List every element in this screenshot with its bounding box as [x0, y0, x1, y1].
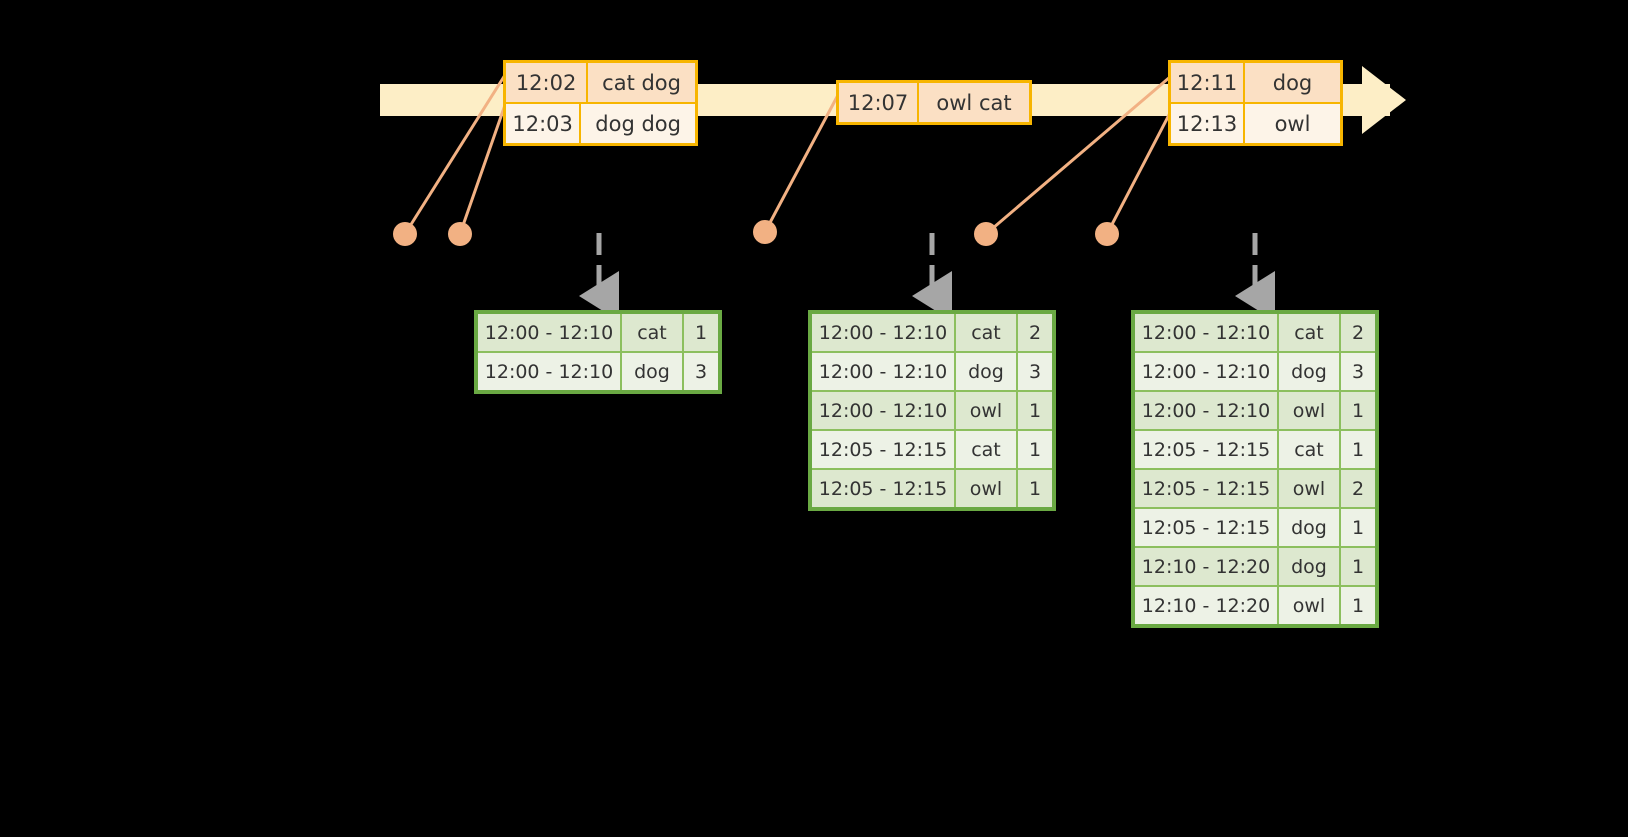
cell-key: cat	[956, 314, 1018, 351]
cell-count: 2	[1028, 321, 1042, 344]
stream-dot-4	[974, 222, 998, 246]
stream-dot-5	[1095, 222, 1119, 246]
cell-key: dog	[1279, 548, 1341, 585]
cell-key: cat	[1279, 431, 1341, 468]
cell-window: 12:10 - 12:20	[1135, 587, 1279, 624]
cell-count: 3	[1028, 360, 1042, 383]
cell-count: 1	[1028, 399, 1042, 422]
cell-window: 12:00 - 12:10	[1135, 353, 1279, 390]
event-time: 12:07	[839, 83, 919, 122]
cell-window: 12:00 - 12:10	[812, 392, 956, 429]
event-words: owl cat	[936, 90, 1012, 115]
cell-window: 12:00 - 12:10	[1135, 314, 1279, 351]
event-row: 12:07 owl cat	[839, 83, 1029, 122]
event-box-2: 12:07 owl cat	[836, 80, 1032, 125]
event-box-3: 12:11 dog 12:13 owl	[1168, 60, 1343, 146]
cell-window: 12:10 - 12:20	[1135, 548, 1279, 585]
event-row: 12:03 dog dog	[506, 102, 695, 143]
cell-key: cat	[956, 431, 1018, 468]
event-words: dog dog	[595, 111, 681, 136]
cell-key: cat	[1279, 314, 1341, 351]
cell-key: owl	[1279, 392, 1341, 429]
cell-key: owl	[1279, 587, 1341, 624]
event-row: 12:02 cat dog	[506, 63, 695, 102]
cell-window: 12:05 - 12:15	[1135, 470, 1279, 507]
cell-count: 1	[1351, 516, 1365, 539]
cell-count: 1	[1351, 555, 1365, 578]
cell-key: owl	[1279, 470, 1341, 507]
cell-window: 12:00 - 12:10	[478, 353, 622, 390]
cell-key: cat	[622, 314, 684, 351]
cell-key: dog	[956, 353, 1018, 390]
cell-window: 12:05 - 12:15	[1135, 509, 1279, 546]
event-time: 12:13	[1171, 104, 1245, 143]
event-words: cat dog	[602, 70, 681, 95]
stream-dot-3	[753, 220, 777, 244]
cell-count: 2	[1351, 321, 1365, 344]
cell-count: 1	[1351, 438, 1365, 461]
cell-key: dog	[1279, 353, 1341, 390]
cell-window: 12:05 - 12:15	[1135, 431, 1279, 468]
timeline-arrow-icon	[1362, 66, 1406, 134]
event-words: dog	[1272, 70, 1313, 95]
cell-count: 1	[1028, 438, 1042, 461]
cell-key: dog	[1279, 509, 1341, 546]
event-row: 12:13 owl	[1171, 102, 1340, 143]
event-time: 12:11	[1171, 63, 1245, 102]
event-time: 12:02	[506, 63, 589, 102]
cell-window: 12:05 - 12:15	[812, 470, 956, 507]
cell-count: 1	[1028, 477, 1042, 500]
cell-window: 12:00 - 12:10	[1135, 392, 1279, 429]
cell-window: 12:00 - 12:10	[478, 314, 622, 351]
cell-count: 1	[694, 321, 708, 344]
event-words: owl	[1274, 111, 1311, 136]
cell-window: 12:00 - 12:10	[812, 314, 956, 351]
cell-count: 1	[1351, 399, 1365, 422]
cell-window: 12:00 - 12:10	[812, 353, 956, 390]
cell-count: 3	[1351, 360, 1365, 383]
event-time: 12:03	[506, 104, 582, 143]
cell-key: dog	[622, 353, 684, 390]
event-box-1: 12:02 cat dog 12:03 dog dog	[503, 60, 698, 146]
cell-count: 1	[1351, 594, 1365, 617]
cell-count: 2	[1351, 477, 1365, 500]
cell-window: 12:05 - 12:15	[812, 431, 956, 468]
cell-count: 3	[694, 360, 708, 383]
stream-dot-1	[393, 222, 417, 246]
cell-key: owl	[956, 470, 1018, 507]
cell-key: owl	[956, 392, 1018, 429]
event-row: 12:11 dog	[1171, 63, 1340, 102]
stream-dot-2	[448, 222, 472, 246]
